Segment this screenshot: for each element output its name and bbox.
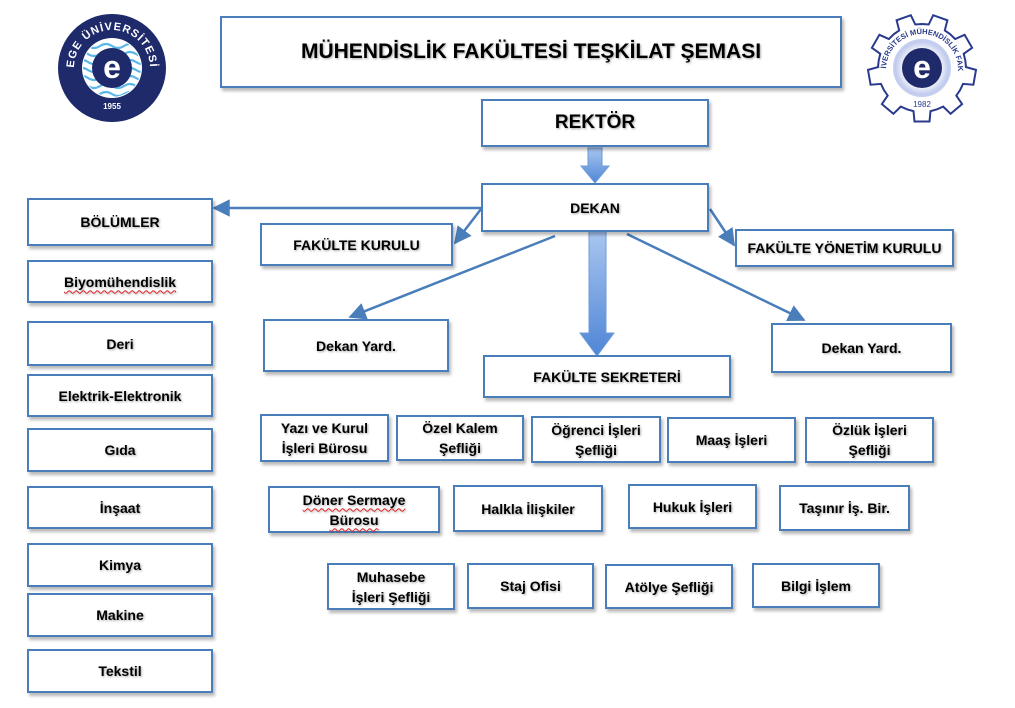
unit-row2-item: Taşınır İş. Bir. [779,485,910,531]
unit-row3-item: Atölye Şefliği [605,564,733,609]
department-item: Gıda [27,428,213,472]
department-label: Deri [106,335,134,352]
department-label: Gıda [104,442,136,458]
node-dekan-yard-left: Dekan Yard. [263,319,449,372]
node-fakulte-sekreteri: FAKÜLTE SEKRETERİ [483,355,731,398]
unit-row3-item: Staj Ofisi [467,563,594,609]
department-label: Tekstil [98,663,142,679]
unit-label-line: Staj Ofisi [500,578,561,594]
departments-header: BÖLÜMLER [27,198,213,246]
unit-row3-item: Bilgi İşlem [752,563,880,608]
page-title: MÜHENDİSLİK FAKÜLTESİ TEŞKİLAT ŞEMASI [220,16,842,88]
title-text: MÜHENDİSLİK FAKÜLTESİ TEŞKİLAT ŞEMASI [300,40,762,63]
department-item: Tekstil [27,649,213,693]
unit-row2-item: Hukuk İşleri [628,484,757,529]
node-dekan: DEKAN [481,183,709,232]
unit-label-line: Şefliği [438,440,481,456]
department-item: Deri [27,321,213,366]
node-label: DEKAN [570,199,620,216]
unit-label-line: Bürosu [329,511,379,528]
department-item: İnşaat [27,486,213,529]
unit-label-line: Bilgi İşlem [780,577,852,594]
unit-label-line: Özlük İşleri [832,422,907,438]
node-label: FAKÜLTE KURULU [293,236,420,253]
svg-text:e: e [103,49,121,85]
unit-label-line: Muhasebe [356,568,426,585]
node-dekan-yard-right: Dekan Yard. [771,323,952,373]
unit-label-line: Döner Sermaye [302,491,406,508]
node-label: REKTÖR [554,112,636,133]
unit-label-line: Halkla İlişkiler [481,500,575,517]
unit-label-line: Özel Kalem [422,420,498,436]
arrow-dekan-to-sekreter [579,230,615,357]
node-label: Dekan Yard. [316,337,396,354]
node-fakulte-kurulu: FAKÜLTE KURULU [260,223,453,266]
arrow-dekan-to-fakulte-kurulu [453,208,482,245]
unit-row1-item: Maaş İşleri [667,417,796,463]
svg-text:e: e [913,49,931,85]
department-label: Kimya [98,557,142,573]
logo-left-year: 1955 [103,102,121,111]
departments-header-label: BÖLÜMLER [80,214,160,230]
node-fakulte-yonetim-kurulu: FAKÜLTE YÖNETİM KURULU [735,229,954,267]
node-label: FAKÜLTE SEKRETERİ [533,368,681,385]
arrow-dekan-to-yonetim-kurulu [708,208,736,247]
department-label: Elektrik-Elektronik [58,387,182,404]
department-label: Makine [96,607,144,623]
ege-university-logo: e EGE ÜNİVERSİTESİ 1955 [58,14,166,122]
node-rektor: REKTÖR [481,99,709,147]
unit-label-line: Yazı ve Kurul [280,420,369,436]
node-label: Dekan Yard. [821,340,902,356]
logo-right-year: 1982 [913,100,931,109]
arrow-rektor-to-dekan [579,147,611,184]
unit-label-line: Şefliği [848,442,891,458]
department-label: Biyomühendislik [63,273,177,290]
unit-label-line: Maaş İşleri [695,432,768,448]
department-item: Makine [27,593,213,637]
unit-row2-item: Halkla İlişkiler [453,485,603,532]
unit-label-line: Öğrenci İşleri [551,421,641,438]
department-item: Biyomühendislik [27,260,213,303]
unit-label-line: İşleri Bürosu [281,440,368,456]
department-item: Elektrik-Elektronik [27,374,213,417]
unit-label-line: Şefliği [574,441,617,458]
unit-label-line: İşleri Şefliği [351,588,431,605]
unit-label-line: Hukuk İşleri [652,498,733,515]
unit-label-line: Atölye Şefliği [624,578,714,595]
department-label: İnşaat [99,499,141,516]
node-label: FAKÜLTE YÖNETİM KURULU [747,240,942,256]
unit-label-line: Taşınır İş. Bir. [799,500,890,516]
department-item: Kimya [27,543,213,587]
engineering-faculty-logo: e EGE ÜNİVERSİTESİ MÜHENDİSLİK FAKÜLTESİ… [862,10,978,123]
